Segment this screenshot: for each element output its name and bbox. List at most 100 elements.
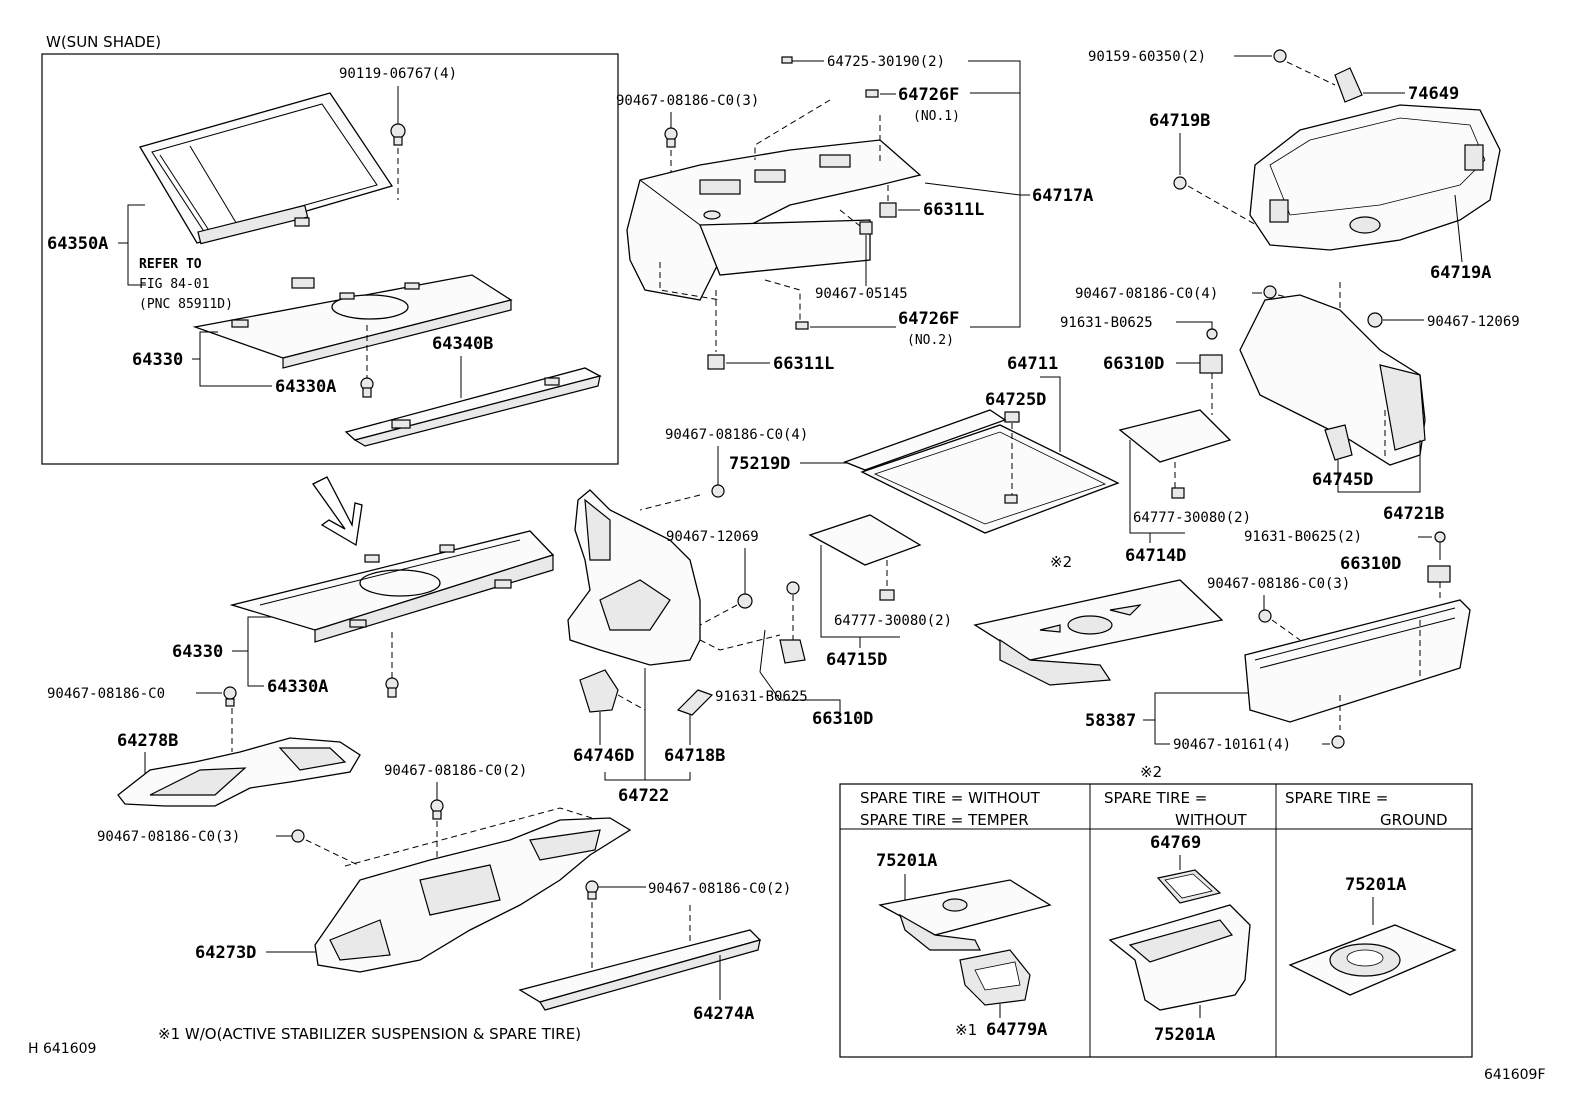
- bolt-icon: [1273, 49, 1287, 63]
- label-75219D: 75219D: [729, 454, 790, 474]
- clip-icon: [1206, 328, 1218, 340]
- label-64726F-no2: 64726F: [898, 309, 959, 329]
- label-90467-08186-C0-3-a: 90467-08186-C0(3): [616, 93, 759, 109]
- label-66310D-c: 66310D: [812, 709, 873, 729]
- inset-title: W(SUN SHADE): [46, 33, 161, 51]
- clip-icon: [737, 593, 753, 609]
- footnote: ※1 W/O(ACTIVE STABILIZER SUSPENSION & SP…: [158, 1025, 581, 1043]
- label-64340B: 64340B: [432, 334, 493, 354]
- code-left: H 641609: [28, 1041, 96, 1057]
- mark-1-table: ※1: [955, 1021, 977, 1039]
- trunk-mat-64711: [860, 424, 1120, 534]
- sun-shade-assembly: [139, 92, 394, 245]
- label-74649: 74649: [1408, 84, 1459, 104]
- label-90467-08186-C0: 90467-08186-C0: [47, 686, 165, 702]
- label-64719B: 64719B: [1149, 111, 1210, 131]
- label-90467-08186-C0-2-a: 90467-08186-C0(2): [384, 763, 527, 779]
- floor-trim-64273D: [314, 817, 632, 973]
- clip-icon: [1263, 285, 1277, 299]
- label-64350A: 64350A: [47, 234, 108, 254]
- pad-64718B: [676, 689, 714, 716]
- col1-header-line1: SPARE TIRE = WITHOUT: [860, 789, 1041, 807]
- col2-header-line2: WITHOUT: [1175, 811, 1247, 829]
- label-66311L-a: 66311L: [923, 200, 984, 220]
- clip-66310D-c: [779, 639, 806, 664]
- clip-icon: [664, 127, 678, 148]
- label-64718B: 64718B: [664, 746, 725, 766]
- clip-icon: [1173, 176, 1187, 190]
- label-75201A-col1: 75201A: [876, 851, 937, 871]
- quarter-trim-64722: [567, 489, 701, 666]
- label-90119-06767: 90119-06767(4): [339, 66, 457, 82]
- clip-icon: [859, 221, 873, 235]
- trunk-lid-trim-64719A: [1249, 104, 1501, 251]
- package-tray-inset: [192, 274, 513, 369]
- label-90467-12069-b: 90467-12069: [666, 529, 759, 545]
- label-64769: 64769: [1150, 833, 1201, 853]
- label-66310D-a: 66310D: [1103, 354, 1164, 374]
- label-no1: (NO.1): [913, 109, 960, 124]
- sill-plate-58387: [1244, 599, 1471, 730]
- arrow-icon: [312, 476, 363, 547]
- label-64715D: 64715D: [826, 650, 887, 670]
- label-64779A: 64779A: [986, 1020, 1047, 1040]
- label-64274A: 64274A: [693, 1004, 754, 1024]
- bracket-64745D: [1324, 424, 1353, 461]
- label-64746D: 64746D: [573, 746, 634, 766]
- label-64711: 64711: [1007, 354, 1058, 374]
- storage-box-75201A: [1108, 904, 1251, 1011]
- floor-mat-64278B: [117, 737, 361, 807]
- label-64330A-main: 64330A: [267, 677, 328, 697]
- refer-line-2: FIG 84-01: [139, 277, 209, 292]
- label-91631-B0625-2: 91631-B0625(2): [1244, 529, 1362, 545]
- package-tray-panel-64717A: [626, 139, 922, 301]
- clip-66310D-b: [1427, 565, 1451, 583]
- label-91631-B0625-a: 91631-B0625: [1060, 315, 1153, 331]
- label-64330-main: 64330: [172, 642, 223, 662]
- refer-line-3: (PNC 85911D): [139, 297, 233, 312]
- clip-icon: [711, 484, 725, 498]
- code-right: 641609F: [1484, 1067, 1546, 1083]
- clip-icon: [707, 354, 725, 370]
- spare-cover-col1: [878, 879, 1052, 951]
- mark-2-table: ※2: [1140, 763, 1162, 781]
- clip-icon: [1434, 531, 1446, 543]
- label-90159-60350: 90159-60350(2): [1088, 49, 1206, 65]
- label-90467-10161: 90467-10161(4): [1173, 737, 1291, 753]
- label-90467-08186-C0-3-b: 90467-08186-C0(3): [1207, 576, 1350, 592]
- mat-64715D: [808, 514, 922, 566]
- clip-icon: [585, 880, 599, 900]
- label-64745D: 64745D: [1312, 470, 1373, 490]
- label-66311L-b: 66311L: [773, 354, 834, 374]
- label-no2: (NO.2): [907, 333, 954, 348]
- label-90467-12069-a: 90467-12069: [1427, 314, 1520, 330]
- spare-tire-table: ※2 SPARE TIRE = WITHOUT SPARE TIRE = TEM…: [839, 763, 1473, 1058]
- spare-tire-cover: [973, 579, 1224, 686]
- label-91631-B0625-b: 91631-B0625: [715, 689, 808, 705]
- clip-icon: [1258, 609, 1272, 623]
- label-90467-05145: 90467-05145: [815, 286, 908, 302]
- label-90467-08186-C0-2-b: 90467-08186-C0(2): [648, 881, 791, 897]
- clip-icon: [1331, 735, 1345, 749]
- col3-header-line2: GROUND: [1380, 811, 1448, 829]
- label-64714D: 64714D: [1125, 546, 1186, 566]
- label-64777-30080-b: 64777-30080(2): [834, 613, 952, 629]
- cover-75219D: [843, 409, 1007, 471]
- label-75201A-col3: 75201A: [1345, 875, 1406, 895]
- trim-strip-64340B: [344, 367, 602, 447]
- clip-66310D-a: [1199, 354, 1223, 374]
- label-64722: 64722: [618, 786, 669, 806]
- label-64721B: 64721B: [1383, 504, 1444, 524]
- label-64330: 64330: [132, 350, 183, 370]
- inset-frame: [41, 53, 619, 465]
- label-66310D-b: 66310D: [1340, 554, 1401, 574]
- label-64726F-no1: 64726F: [898, 85, 959, 105]
- clip-icon: [430, 799, 444, 820]
- label-64725-30190: 64725-30190(2): [827, 54, 945, 70]
- clip-icon: [223, 686, 237, 707]
- side-trim-64721B: [1239, 294, 1426, 466]
- label-58387: 58387: [1085, 711, 1136, 731]
- label-64777-30080-a: 64777-30080(2): [1133, 510, 1251, 526]
- col3-header-line1: SPARE TIRE =: [1285, 789, 1388, 807]
- clip-icon: [786, 581, 800, 595]
